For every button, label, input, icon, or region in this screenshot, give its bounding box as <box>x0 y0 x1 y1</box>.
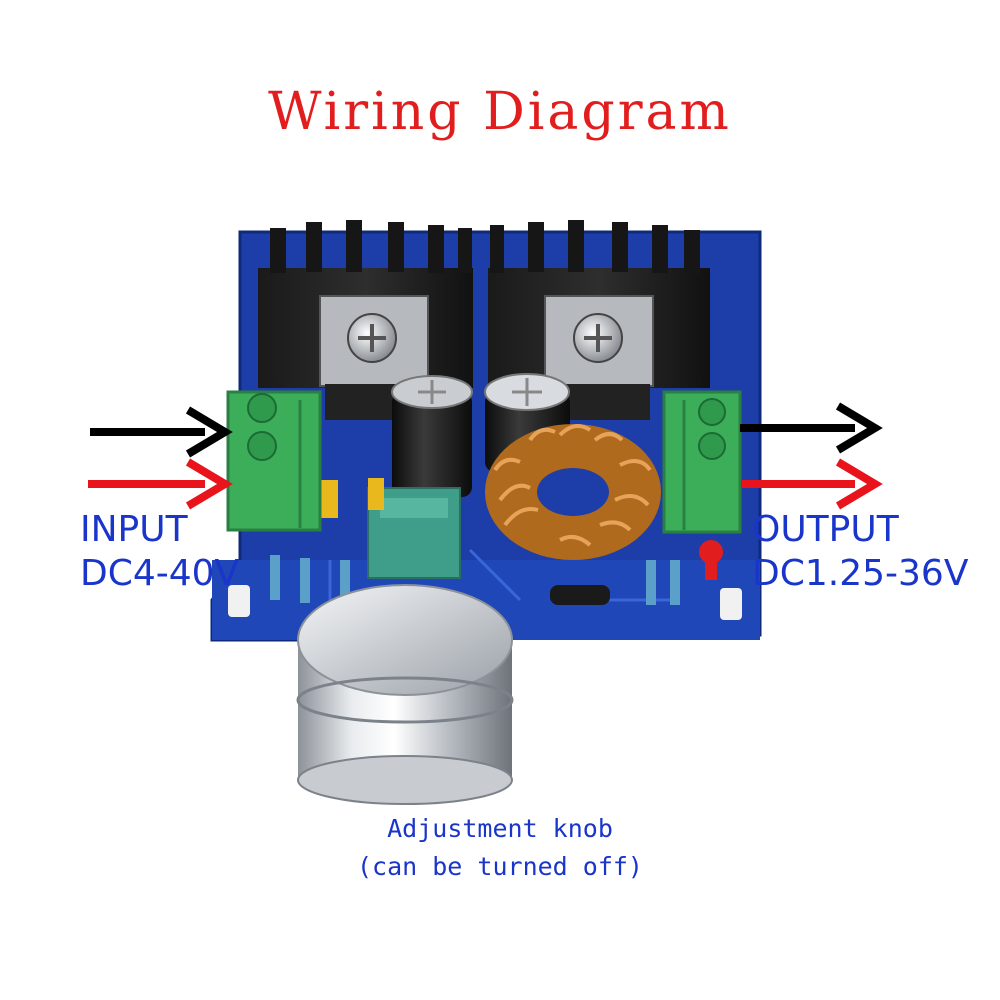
input-label-text: INPUT <box>80 509 188 550</box>
output-label-text: OUTPUT <box>752 509 899 550</box>
inductor-coil <box>485 424 661 560</box>
output-terminal-block <box>662 390 742 534</box>
arrow-right-icon <box>742 458 883 510</box>
input-label: INPUT DC4-40V <box>80 508 239 596</box>
small-components <box>228 478 742 620</box>
arrow-right-icon <box>90 406 233 458</box>
diagram-title: Wiring Diagram <box>268 82 732 142</box>
arrow-right-icon <box>88 458 233 510</box>
input-terminal-block <box>226 390 322 532</box>
adjustment-knob <box>296 584 514 805</box>
output-label: OUTPUT DC1.25-36V <box>752 508 968 596</box>
knob-caption-line1: Adjustment knob <box>387 814 613 843</box>
knob-caption: Adjustment knob (can be turned off) <box>0 810 1000 886</box>
arrow-right-icon <box>740 402 883 454</box>
capacitor-left <box>391 375 473 497</box>
knob-caption-line2: (can be turned off) <box>357 852 643 881</box>
left-heatsink <box>258 220 473 420</box>
led-indicator <box>699 540 723 564</box>
input-range-text: DC4-40V <box>80 553 240 594</box>
output-range-text: DC1.25-36V <box>752 553 969 594</box>
